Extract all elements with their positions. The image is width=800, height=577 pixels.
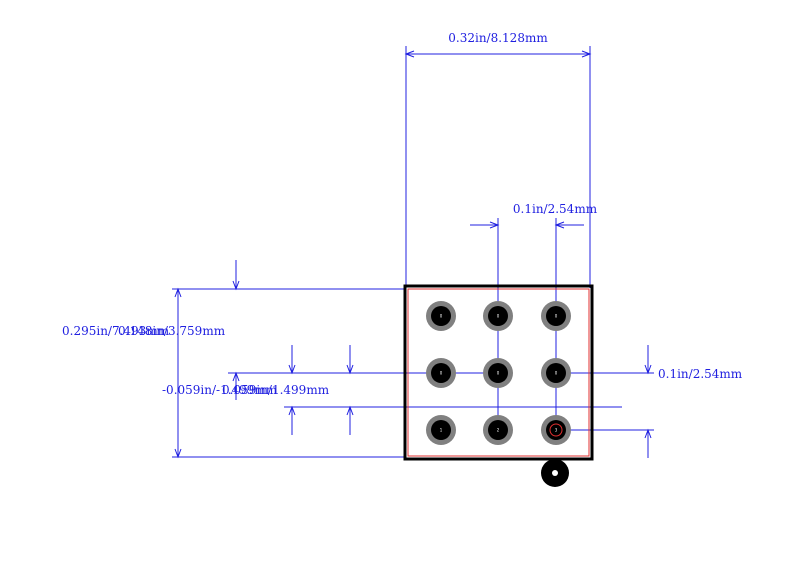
row-offset-label: 0.148in/3.759mm bbox=[118, 324, 226, 338]
pad-label: 2 bbox=[497, 428, 500, 433]
pad-label: 0 bbox=[497, 314, 500, 319]
pad-label: 3 bbox=[555, 428, 558, 433]
pitch-y-dimension bbox=[556, 345, 654, 458]
pin-offset-b-label: 0.059in/1.499mm bbox=[222, 383, 330, 397]
pad-label: 1 bbox=[440, 428, 443, 433]
pad-hole bbox=[546, 363, 566, 383]
pad-label: 0 bbox=[440, 314, 443, 319]
pad-label: 0 bbox=[555, 371, 558, 376]
pitch-x-label: 0.1in/2.54mm bbox=[513, 202, 598, 216]
width-dimension-label: 0.32in/8.128mm bbox=[448, 31, 548, 45]
pad-hole bbox=[546, 306, 566, 326]
pad-hole bbox=[546, 420, 566, 440]
pad-label: 0 bbox=[555, 314, 558, 319]
pad-hole bbox=[488, 420, 508, 440]
pitch-y-label: 0.1in/2.54mm bbox=[658, 367, 743, 381]
pad-label: 0 bbox=[440, 371, 443, 376]
pad-label: 0 bbox=[497, 371, 500, 376]
pin1-pad-marker bbox=[549, 423, 563, 437]
pad-grid: 0 0 0 0 0 0 1 2 3 bbox=[426, 301, 571, 445]
pad-hole bbox=[431, 420, 451, 440]
pad-hole bbox=[431, 306, 451, 326]
pad-hole bbox=[488, 306, 508, 326]
courtyard-outline bbox=[407, 288, 590, 457]
pad-hole bbox=[431, 363, 451, 383]
width-dimension bbox=[404, 46, 592, 288]
pin-offset-a-label: -0.059in/-1.499mm bbox=[162, 383, 278, 397]
pin1-marker-dot bbox=[552, 470, 558, 476]
height-dimension-label: 0.295in/7.493mm bbox=[62, 324, 170, 338]
component-outline bbox=[403, 284, 594, 461]
pad-hole bbox=[488, 363, 508, 383]
height-dimension bbox=[172, 260, 404, 459]
